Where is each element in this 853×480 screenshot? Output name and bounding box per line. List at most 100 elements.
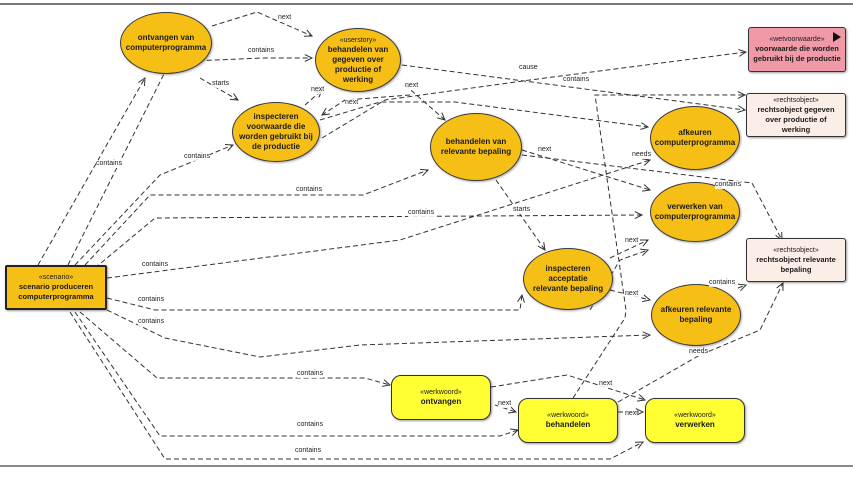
edge-connector[interactable]	[106, 309, 651, 358]
werkwoord-verwerken-node[interactable]: «werkwoord» verwerken	[645, 398, 745, 443]
arrowhead-icon	[642, 184, 652, 192]
node-name: behandelen van relevante bepaling	[440, 137, 512, 156]
edge-label: contains	[296, 186, 323, 194]
flag-icon	[833, 32, 841, 42]
node-stereotype: «rechtsobject»	[773, 246, 819, 254]
usecase-ontvangen-van-computerprogramma[interactable]: ontvangen van computerprogramma	[120, 12, 212, 74]
usecase-afkeuren-relevante-bepaling[interactable]: afkeuren relevante bepaling	[651, 284, 741, 346]
node-name: behandelen van gegeven over productie of…	[327, 44, 389, 84]
usecase-inspecteren-voorwaarde[interactable]: inspecteren voorwaarde die worden gebrui…	[232, 102, 320, 162]
arrowhead-icon	[229, 93, 239, 101]
arrowhead-icon	[642, 331, 652, 340]
arrowhead-icon	[640, 122, 650, 130]
edge-connector[interactable]	[521, 149, 651, 191]
arrowhead-icon	[776, 281, 784, 292]
arrowhead-icon	[634, 441, 645, 449]
edge-connector[interactable]	[106, 294, 523, 311]
node-name: behandelen	[545, 420, 591, 429]
arrowhead-icon	[634, 211, 644, 219]
edge-label: contains	[138, 318, 165, 326]
arrowhead-icon	[639, 248, 650, 257]
edge-label: contains	[184, 153, 211, 161]
edge-label: next	[625, 410, 639, 418]
frame-top-border	[0, 3, 853, 5]
node-stereotype: «werkwoord»	[674, 412, 716, 419]
arrowhead-icon	[737, 105, 747, 113]
node-name: voorwaarde die worden gebruikt bij de pr…	[753, 44, 841, 63]
edge-label: next	[625, 290, 639, 298]
edge-connector[interactable]	[211, 11, 313, 37]
edge-connector[interactable]	[609, 239, 649, 259]
edge-connector[interactable]	[521, 154, 783, 241]
rechtsobject-relevante-node[interactable]: «rechtsobject» rechtsobject relevante be…	[746, 238, 846, 282]
node-stereotype: «rechtsobject»	[773, 96, 819, 104]
usecase-behandelen-van-gegeven[interactable]: «userstory» behandelen van gegeven over …	[315, 28, 401, 92]
arrowhead-icon	[639, 239, 650, 247]
edge-connector[interactable]	[37, 77, 146, 266]
edge-connector[interactable]	[401, 64, 746, 111]
node-name: afkeuren relevante bepaling	[660, 305, 732, 324]
edge-label: next	[405, 82, 419, 90]
wetvoorwaarde-node[interactable]: «wetvoorwaarde» voorwaarde die worden ge…	[748, 27, 846, 72]
arrowhead-icon	[738, 49, 748, 57]
node-name: afkeuren computerprogramma	[654, 128, 736, 147]
arrowhead-icon	[537, 242, 546, 251]
edge-connector[interactable]	[199, 77, 239, 101]
edge-connector[interactable]	[79, 311, 391, 386]
edge-connector[interactable]	[404, 84, 446, 121]
usecase-verwerken-van-computerprogramma[interactable]: verwerken van computerprogramma	[650, 182, 740, 242]
edge-label: needs	[689, 348, 709, 356]
edge-label: contains	[297, 370, 324, 378]
arrowhead-icon	[224, 144, 235, 152]
edge-label: contains	[96, 160, 123, 168]
edge-label: next	[538, 146, 552, 154]
edge-label: starts	[513, 206, 531, 214]
arrowhead-icon	[517, 293, 525, 303]
arrowhead-icon	[737, 91, 747, 99]
node-stereotype: «werkwoord»	[547, 412, 589, 419]
edge-label: contains	[715, 181, 742, 189]
usecase-afkeuren-computerprogramma[interactable]: afkeuren computerprogramma	[650, 106, 740, 170]
edge-label: contains	[408, 209, 435, 217]
arrowhead-icon	[419, 168, 430, 177]
usecase-inspecteren-acceptatie[interactable]: inspecteren acceptatie relevante bepalin…	[523, 248, 613, 310]
edge-connector[interactable]	[572, 94, 745, 399]
node-stereotype: «scenario»	[38, 274, 74, 281]
node-name: ontvangen van computerprogramma	[125, 33, 207, 52]
edge-label: next	[311, 86, 325, 94]
node-stereotype: «werkwoord»	[420, 389, 462, 396]
werkwoord-behandelen-node[interactable]: «werkwoord» behandelen	[518, 398, 618, 443]
node-name: ontvangen	[420, 397, 462, 406]
node-name: rechtsobject relevante bepaling	[756, 254, 836, 274]
edge-connector[interactable]	[94, 214, 643, 269]
edge-connector[interactable]	[490, 374, 646, 401]
edge-connector[interactable]	[617, 282, 784, 403]
arrowhead-icon	[642, 158, 652, 166]
arrowhead-icon	[510, 428, 520, 436]
node-name: rechtsobject gegeven over productie of w…	[757, 104, 835, 134]
node-name: inspecteren acceptatie relevante bepalin…	[532, 264, 604, 293]
edge-label: contains	[709, 279, 736, 287]
edge-label: next	[625, 237, 639, 245]
usecase-behandelen-van-relevante-bepaling[interactable]: behandelen van relevante bepaling	[430, 113, 522, 181]
scenario-node[interactable]: «scenario» scenario produceren computerp…	[5, 265, 107, 310]
edge-label: contains	[138, 296, 165, 304]
arrowhead-icon	[737, 283, 748, 292]
arrowhead-icon	[382, 379, 392, 387]
werkwoord-ontvangen-node[interactable]: «werkwoord» ontvangen	[391, 375, 491, 420]
edge-label: next	[498, 400, 512, 408]
edge-connector[interactable]	[106, 159, 651, 279]
edge-connector[interactable]	[737, 284, 747, 289]
rechtsobject-gegeven-node[interactable]: «rechtsobject» rechtsobject gegeven over…	[746, 93, 846, 137]
edge-label: next	[599, 380, 613, 388]
edge-connector[interactable]	[321, 51, 747, 139]
edge-connector[interactable]	[74, 311, 519, 437]
edge-connector[interactable]	[495, 179, 546, 251]
node-name: verwerken	[675, 420, 715, 429]
edge-connector[interactable]	[84, 169, 429, 266]
node-name: inspecteren voorwaarde die worden gebrui…	[239, 112, 313, 151]
edge-connector[interactable]	[319, 101, 649, 128]
arrowhead-icon	[138, 77, 146, 87]
edge-label: starts	[212, 80, 230, 88]
